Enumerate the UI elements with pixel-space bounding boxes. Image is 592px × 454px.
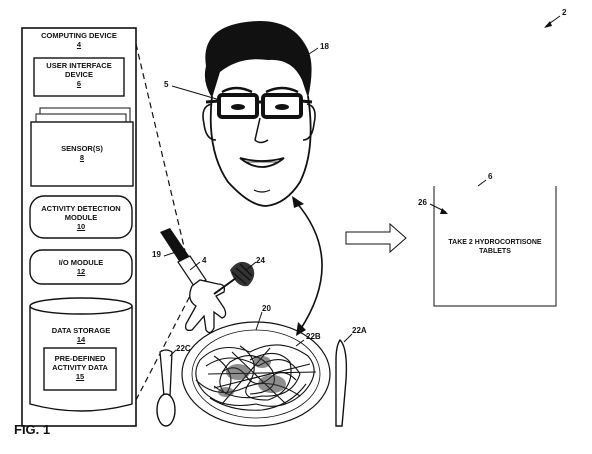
ref-figure: 2 bbox=[562, 8, 567, 17]
ref-glasses: 5 bbox=[164, 80, 169, 89]
dashed-pointer-lower bbox=[135, 291, 193, 401]
ref-wrist-device: 19 bbox=[152, 250, 161, 259]
display-box bbox=[433, 186, 557, 307]
spoon-drawing bbox=[156, 349, 176, 427]
pre-defined-activity-data-label: PRE-DEFINED ACTIVITY DATA 15 bbox=[52, 354, 108, 381]
leader-22b bbox=[295, 339, 305, 347]
sensor-label: SENSOR(S) 8 bbox=[61, 144, 103, 162]
leader-20 bbox=[255, 311, 263, 331]
dashed-pointer-upper bbox=[135, 43, 191, 273]
arrowhead-2 bbox=[544, 21, 552, 28]
computing-device-title: COMPUTING DEVICE 4 bbox=[41, 31, 117, 49]
display-message: TAKE 2 HYDROCORTISONE TABLETS bbox=[448, 239, 542, 255]
activity-detection-module-label: ACTIVITY DETECTION MODULE 10 bbox=[41, 204, 121, 231]
hand-with-fork-drawing bbox=[160, 228, 255, 334]
ref-fork: 24 bbox=[256, 256, 265, 265]
data-storage-cylinder bbox=[29, 306, 133, 412]
ref-face: 18 bbox=[320, 42, 329, 51]
food-scribble bbox=[195, 344, 317, 411]
leader-4 bbox=[189, 261, 201, 271]
leader-display-ref bbox=[477, 179, 487, 187]
user-interface-device-box bbox=[33, 57, 125, 97]
hollow-arrow bbox=[345, 222, 407, 254]
computing-device-box bbox=[21, 27, 137, 427]
data-storage-top bbox=[29, 297, 133, 315]
pre-defined-activity-data-box bbox=[43, 347, 117, 391]
ref-display-arrow: 26 bbox=[418, 198, 427, 207]
ref-knife: 22A bbox=[352, 326, 367, 335]
sensor-box-front bbox=[30, 121, 134, 187]
leader-24 bbox=[245, 261, 257, 271]
io-module-label: I/O MODULE 12 bbox=[58, 258, 104, 276]
leader-22a bbox=[343, 333, 353, 343]
leader-22c bbox=[169, 349, 177, 357]
data-storage-label: DATA STORAGE 14 bbox=[51, 326, 111, 344]
arrowhead-26 bbox=[440, 208, 448, 214]
arrowhead-top bbox=[292, 196, 304, 208]
ref-plate: 20 bbox=[262, 304, 271, 313]
activity-detection-module-box bbox=[29, 195, 133, 239]
leader-19 bbox=[163, 251, 177, 257]
leader-18 bbox=[305, 47, 319, 57]
leader-5 bbox=[171, 85, 221, 101]
curved-double-arrow bbox=[295, 201, 323, 331]
plate-outer bbox=[181, 321, 331, 427]
ref-wrist-pointer: 4 bbox=[202, 256, 207, 265]
ref-plate-rim: 22B bbox=[306, 332, 321, 341]
user-interface-device-label: USER INTERFACE DEVICE 6 bbox=[46, 61, 112, 88]
food-dark-patches bbox=[218, 356, 286, 397]
knife-drawing bbox=[335, 338, 348, 427]
ref-spoon: 22C bbox=[176, 344, 191, 353]
arrowhead-bottom bbox=[296, 322, 306, 336]
face-drawing bbox=[202, 21, 316, 207]
io-module-box bbox=[29, 249, 133, 285]
ref-display: 6 bbox=[488, 172, 493, 181]
figure-label: FIG. 1 bbox=[14, 422, 51, 437]
